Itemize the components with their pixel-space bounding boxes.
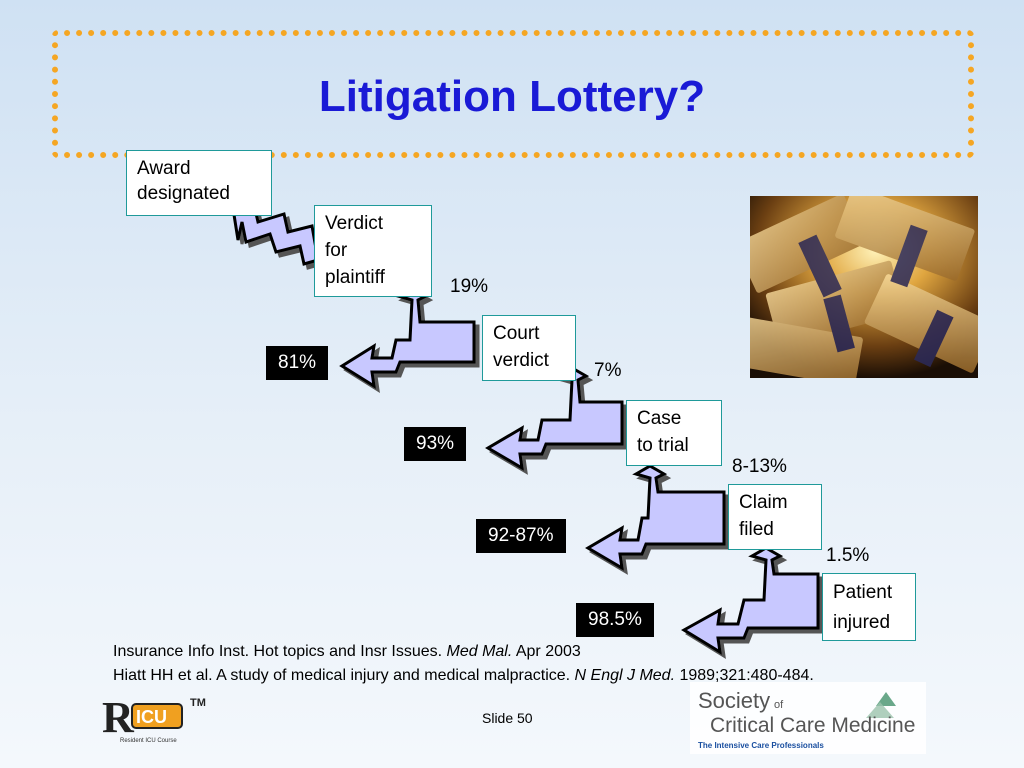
step-verdict-for-plaintiff: Verdict for plaintiff <box>314 205 432 297</box>
reference-rest: 1989;321:480-484. <box>675 667 814 684</box>
step-award-designated: Award designated <box>126 150 272 216</box>
step-label-line: Patient <box>833 582 893 603</box>
step-label-line: plaintiff <box>325 267 385 288</box>
step-label-line: Claim <box>739 492 788 513</box>
svg-text:TM: TM <box>190 697 206 709</box>
stair-arrow-icon <box>485 366 624 471</box>
step-label-line: filed <box>739 519 774 540</box>
pct-claim-filed: 1.5% <box>826 545 870 566</box>
pct-box-92-87: 92-87% <box>476 519 566 553</box>
stair-arrow-icon <box>585 464 726 571</box>
reference-journal: Med Mal. <box>446 643 513 660</box>
svg-text:Resident ICU Course: Resident ICU Course <box>120 738 177 744</box>
pct-box-93: 93% <box>404 427 467 461</box>
reference-journal: N Engl J Med. <box>574 667 676 684</box>
reference-text: Insurance Info Inst. Hot topics and Insr… <box>113 643 447 660</box>
pct-box-81: 81% <box>266 346 329 380</box>
step-label-line: Court <box>493 323 540 344</box>
step-label-line: Verdict <box>325 213 384 234</box>
step-label-line: verdict <box>493 350 549 371</box>
step-label-line: Case <box>637 408 682 429</box>
reference-line: Insurance Info Inst. Hot topics and Insr… <box>113 640 814 664</box>
stair-arrow-icon <box>339 286 476 389</box>
page-title: Litigation Lottery? <box>318 72 706 121</box>
step-label-line: for <box>325 240 348 261</box>
step-label-line: to trial <box>637 435 689 456</box>
pct-verdict-for-plaintiff: 19% <box>450 276 489 297</box>
slide-number: Slide 50 <box>482 710 533 726</box>
svg-text:ICU: ICU <box>136 707 167 727</box>
step-label-line: Award <box>137 158 191 179</box>
step-claim-filed: Claim filed <box>728 484 822 550</box>
title-frame <box>52 30 974 158</box>
reference-rest: Apr 2003 <box>512 643 581 660</box>
step-patient-injured: Patient injured <box>822 573 916 641</box>
svg-text:Society: Society <box>698 688 770 713</box>
step-court-verdict: Court verdict <box>482 315 576 381</box>
pct-case-to-trial: 8-13% <box>732 456 787 477</box>
svg-text:R: R <box>102 693 135 742</box>
references: Insurance Info Inst. Hot topics and Insr… <box>113 640 814 688</box>
step-case-to-trial: Case to trial <box>626 400 722 466</box>
step-label-line: injured <box>833 612 891 633</box>
ricu-logo: R ICU TM Resident ICU Course <box>98 688 218 748</box>
sccm-logo: Society of Critical Care Medicine The In… <box>690 682 926 754</box>
pct-court-verdict: 7% <box>594 360 622 381</box>
step-label-line: designated <box>137 183 230 204</box>
pct-box-98-5: 98.5% <box>576 603 654 637</box>
svg-text:The Intensive Care Professiona: The Intensive Care Professionals <box>698 741 824 750</box>
svg-text:of: of <box>774 699 784 711</box>
svg-text:Critical Care Medicine: Critical Care Medicine <box>710 714 915 737</box>
stair-arrow-icon <box>681 546 820 655</box>
reference-text: Hiatt HH et al. A study of medical injur… <box>113 667 575 684</box>
reference-line: Hiatt HH et al. A study of medical injur… <box>113 664 814 688</box>
money-stack-photo <box>750 196 978 378</box>
